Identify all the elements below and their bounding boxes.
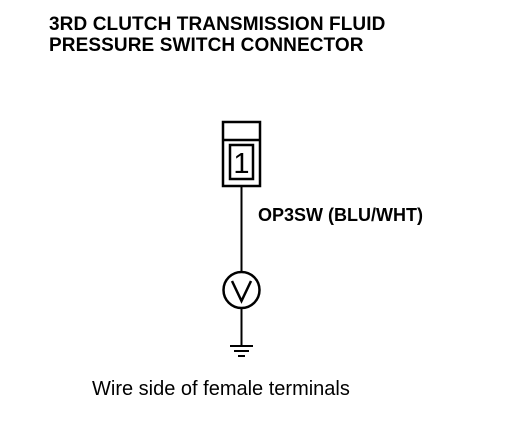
wire-label: OP3SW (BLU/WHT) [258, 205, 423, 225]
connector: 1 [221, 120, 262, 188]
terminal-cavity [228, 143, 255, 181]
voltmeter [222, 270, 261, 310]
voltmeter-v-symbol [230, 280, 253, 304]
view-caption: Wire side of female terminals [92, 378, 350, 400]
ground-icon [230, 345, 253, 357]
title-line-1: 3RD CLUTCH TRANSMISSION FLUID [49, 14, 386, 35]
diagram-title: 3RD CLUTCH TRANSMISSION FLUID PRESSURE S… [49, 14, 385, 56]
title-line-2: PRESSURE SWITCH CONNECTOR [49, 35, 364, 56]
pin-number-1: 1 [233, 148, 249, 180]
